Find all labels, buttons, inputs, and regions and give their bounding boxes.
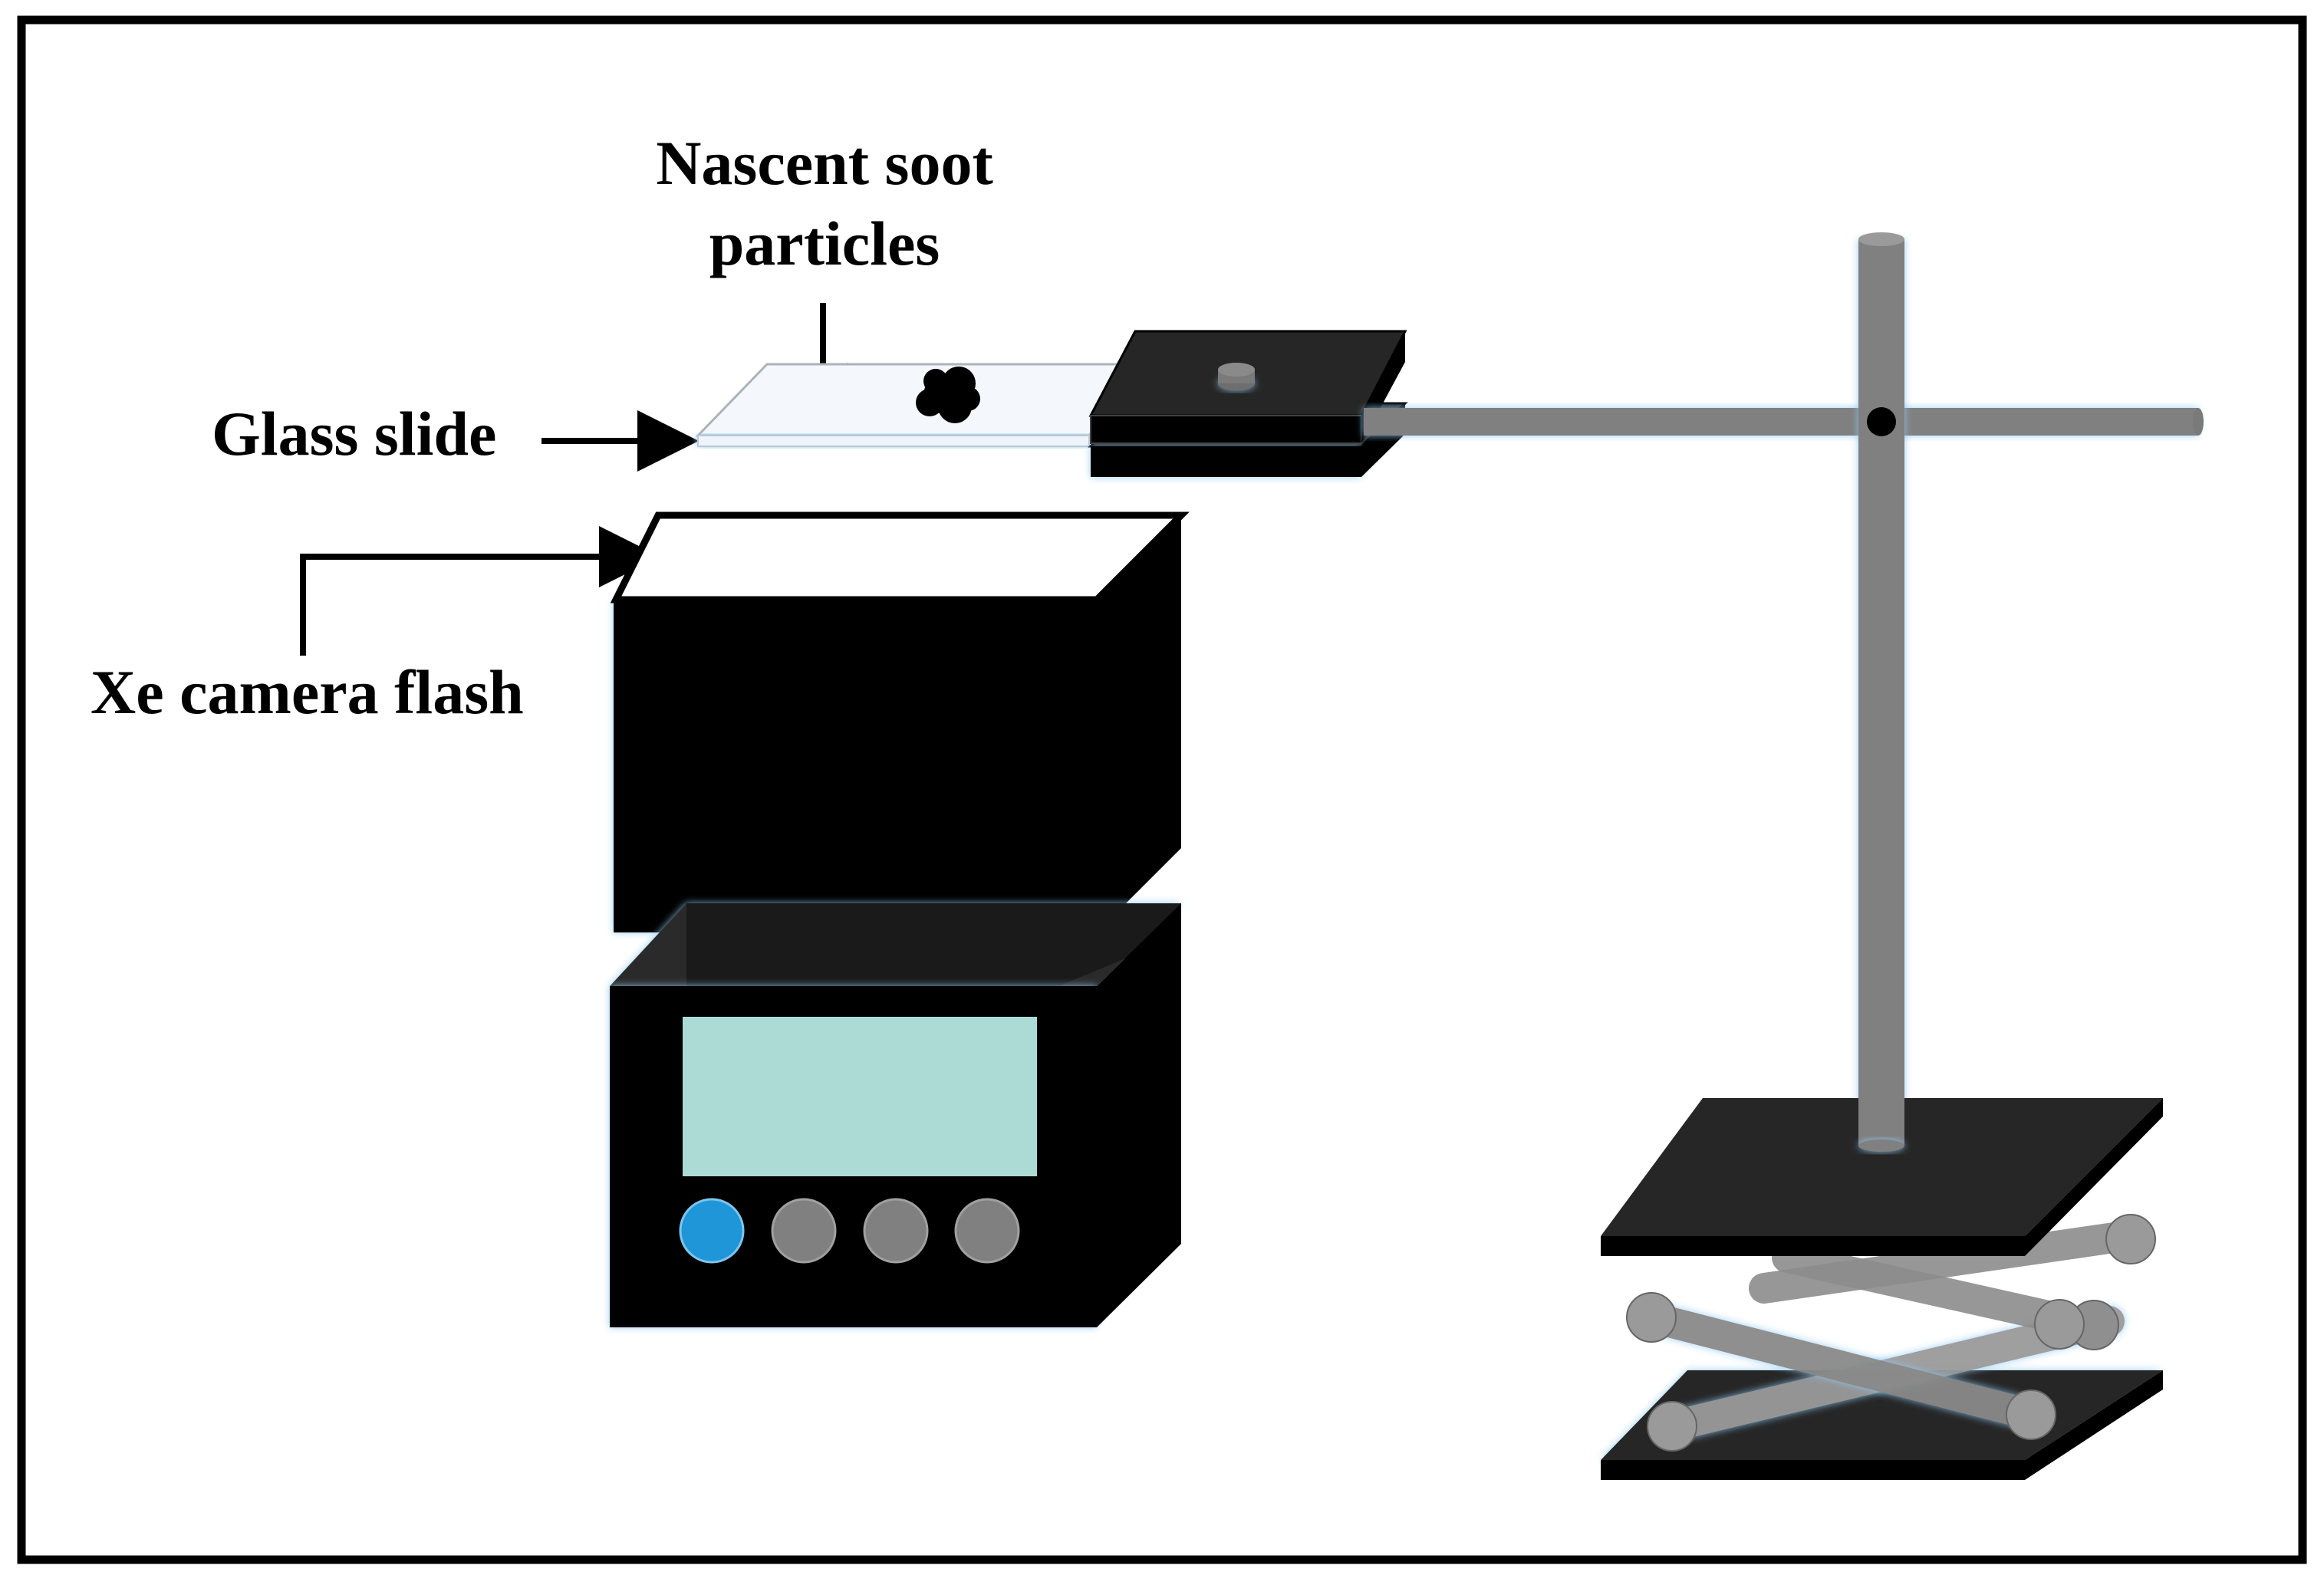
- support-stand: [1364, 232, 2204, 1146]
- xe-flash-leader-arrow: [300, 526, 660, 656]
- button-blue[interactable]: [679, 1198, 745, 1264]
- flash-window: [610, 511, 1190, 603]
- slide-clamp: [1088, 330, 1408, 477]
- soot-cluster-icon: [916, 367, 980, 423]
- xe-flash-head: [610, 511, 1190, 932]
- rod-base: [1858, 1089, 1904, 1146]
- glass-slide-label: Glass slide: [212, 399, 496, 469]
- horizontal-rod: [1364, 408, 2198, 436]
- xe-camera-flash-label: Xe camera flash: [91, 657, 524, 727]
- vertical-rod: [1858, 239, 1904, 1146]
- flash-base-unit: [610, 903, 1181, 1327]
- rod-joint: [1867, 407, 1896, 436]
- button-gray-2[interactable]: [863, 1198, 929, 1264]
- nascent-soot-label-line2: particles: [709, 209, 940, 278]
- display-screen: [683, 1017, 1037, 1176]
- button-gray-1[interactable]: [771, 1198, 837, 1264]
- nascent-soot-label-line1: Nascent soot: [656, 128, 993, 198]
- button-gray-3[interactable]: [954, 1198, 1020, 1264]
- lab-jack: [1601, 1098, 2163, 1480]
